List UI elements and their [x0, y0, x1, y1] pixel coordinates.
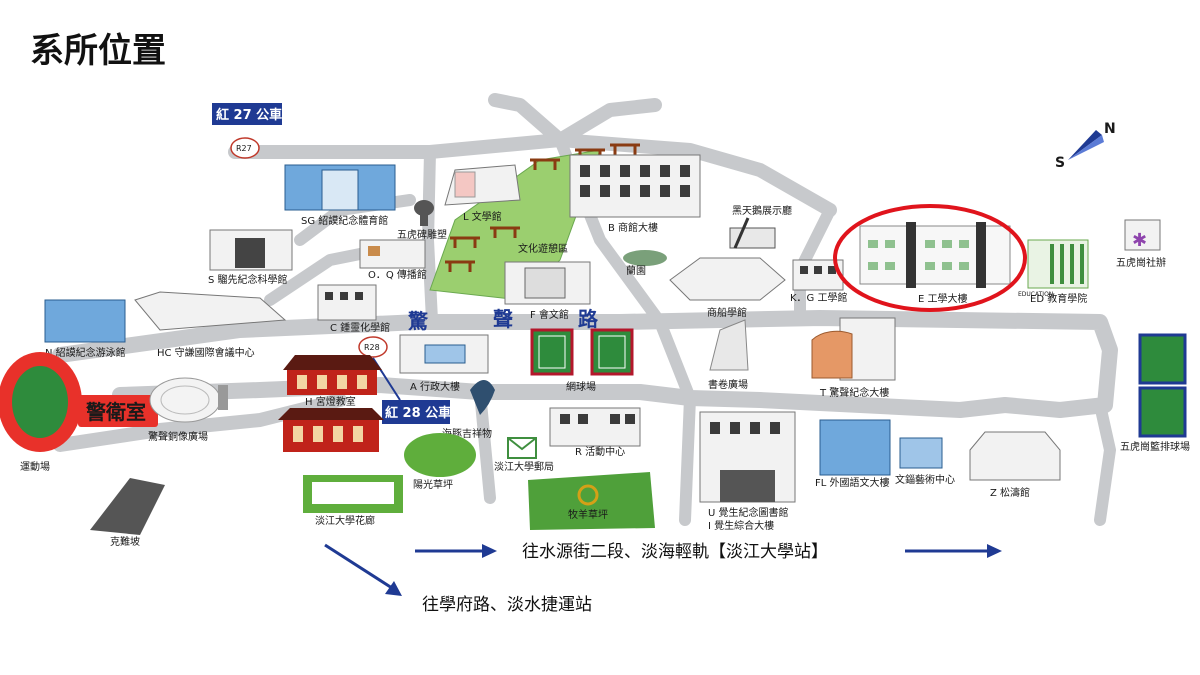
building-wuhu-club: ✱ 五虎崗社辦 — [1116, 219, 1166, 269]
building-l: L 文學館 — [444, 164, 521, 223]
road-name-char-2: 聲 — [493, 307, 513, 331]
building-ui: U 覺生紀念圖書館 I 覺生綜合大樓 — [699, 411, 796, 532]
label-maritime: 商船學館 — [707, 306, 747, 319]
building-t: T 驚聲紀念大樓 — [811, 317, 896, 399]
building-hc: HC 守謙國際會議中心 — [134, 291, 287, 359]
label-sheep-lawn: 牧羊草坪 — [568, 508, 608, 521]
label-black-swan: 黑天鵝展示廳 — [732, 204, 792, 217]
stadium: 運動場 — [0, 352, 82, 473]
building-b: B 商館大樓 — [569, 154, 701, 234]
building-black-swan: 黑天鵝展示廳 — [729, 204, 792, 249]
bus-red28-stop: R28 — [364, 343, 380, 352]
statue-plaza: 驚聲銅像廣場 — [148, 377, 228, 443]
label-stadium: 運動場 — [20, 460, 50, 473]
label-a: A 行政大樓 — [410, 380, 460, 393]
building-sg: SG 紹謨紀念體育館 — [284, 164, 396, 227]
building-h: H 宮燈教室 — [278, 355, 384, 452]
compass-south: S — [1055, 155, 1065, 171]
label-c: C 鍾靈化學館 — [330, 321, 390, 334]
road-name-char-1: 驚 — [407, 309, 429, 333]
label-wuhu-club: 五虎崗社辦 — [1116, 256, 1166, 269]
kexi-slope: 克難坡 — [90, 478, 165, 548]
svg-text:✱: ✱ — [1132, 230, 1147, 251]
label-fl: FL 外國語文大樓 — [815, 476, 890, 489]
building-f: F 會文館 — [504, 261, 591, 321]
label-f: F 會文館 — [530, 308, 569, 321]
label-sg: SG 紹謨紀念體育館 — [301, 214, 388, 227]
wuhu-courts: 五虎崗籃排球場 — [1120, 333, 1190, 453]
label-hc: HC 守謙國際會議中心 — [157, 346, 255, 359]
building-oq: O．Q 傳播館 — [359, 239, 427, 281]
flower-garden: 淡江大學花廊 — [303, 475, 403, 527]
label-wuhu-courts: 五虎崗籃排球場 — [1120, 440, 1190, 453]
label-kexi-slope: 克難坡 — [110, 535, 140, 548]
label-i: I 覺生綜合大樓 — [708, 519, 774, 532]
direction-southwest-label: 往學府路、淡水捷運站 — [422, 595, 592, 615]
label-tennis: 網球場 — [566, 380, 596, 393]
label-flower-garden: 淡江大學花廊 — [315, 514, 375, 527]
guard-room: 警衛室 — [78, 395, 158, 427]
building-s: S 騮先紀念科學館 — [208, 229, 293, 286]
label-book-plaza: 書卷廣場 — [708, 378, 748, 391]
compass: N S — [1055, 121, 1116, 171]
building-z: Z 松濤館 — [969, 431, 1061, 499]
road-network — [23, 93, 1118, 526]
label-art: 文錙藝術中心 — [895, 473, 955, 486]
bus-red27-stop: R27 — [236, 144, 252, 153]
building-ed: EDUCATION ED 教育學院 — [1018, 239, 1089, 305]
compass-north: N — [1104, 121, 1116, 137]
label-ed-sign: EDUCATION — [1018, 291, 1053, 298]
wuhu-stele: 五虎碑雕塑 — [397, 200, 447, 241]
tennis-courts: 網球場 — [530, 328, 634, 393]
label-oq: O．Q 傳播館 — [368, 268, 427, 281]
label-culture-park: 文化遊憩區 — [518, 242, 568, 255]
label-z: Z 松濤館 — [990, 486, 1030, 499]
label-kg: K．G 工學館 — [790, 291, 848, 304]
label-r: R 活動中心 — [575, 445, 625, 458]
guard-label: 警衛室 — [86, 400, 146, 424]
book-plaza: 書卷廣場 — [708, 319, 749, 391]
sheep-lawn: 牧羊草坪 — [528, 472, 655, 530]
label-l: L 文學館 — [463, 210, 502, 223]
building-a: A 行政大樓 — [399, 334, 489, 393]
building-kg: K．G 工學館 — [790, 259, 848, 304]
direction-east-label: 往水源街二段、淡海輕軌【淡江大學站】 — [522, 542, 828, 562]
page-title: 系所位置 — [30, 31, 166, 71]
building-r: R 活動中心 — [549, 407, 641, 458]
label-n: N 紹謨紀念游泳館 — [45, 346, 126, 359]
picnic-tables — [445, 143, 640, 272]
label-statue-plaza: 驚聲銅像廣場 — [148, 430, 208, 443]
building-e: E 工學大樓 — [859, 222, 1011, 305]
road-name-char-3: 路 — [578, 307, 599, 331]
label-b: B 商館大樓 — [608, 221, 658, 234]
label-s: S 騮先紀念科學館 — [208, 273, 288, 286]
bus-red28: R28 紅 28 公車 — [358, 336, 451, 424]
bus-red27: 紅 27 公車 R27 — [212, 103, 282, 159]
building-n: N 紹謨紀念游泳館 — [44, 299, 126, 359]
label-garden: 蘭園 — [626, 264, 646, 277]
label-wuhu-stele: 五虎碑雕塑 — [397, 228, 447, 241]
building-fl: FL 外國語文大樓 — [815, 419, 891, 489]
label-u: U 覺生紀念圖書館 — [708, 506, 789, 519]
label-sunshine-lawn: 陽光草坪 — [413, 478, 453, 491]
building-maritime: 商船學館 — [669, 257, 786, 319]
bus-red27-label: 紅 27 公車 — [216, 107, 282, 123]
direction-east: 往水源街二段、淡海輕軌【淡江大學站】 — [415, 542, 1002, 562]
building-art: 文錙藝術中心 — [895, 437, 955, 486]
label-t: T 驚聲紀念大樓 — [819, 386, 889, 399]
sunshine-lawn: 陽光草坪 — [404, 433, 476, 491]
building-c: C 鍾靈化學館 — [317, 284, 390, 334]
label-e: E 工學大樓 — [918, 292, 968, 305]
label-h: H 宮燈教室 — [305, 395, 356, 408]
bus-red28-label: 紅 28 公車 — [385, 405, 451, 421]
highlight-ring-e — [833, 204, 1027, 312]
direction-southwest: 往學府路、淡水捷運站 — [324, 543, 592, 615]
garden: 蘭園 — [623, 250, 667, 277]
label-ed: ED 教育學院 — [1030, 292, 1087, 305]
post-office: 淡江大學郵局 — [494, 437, 554, 473]
label-post: 淡江大學郵局 — [494, 460, 554, 473]
